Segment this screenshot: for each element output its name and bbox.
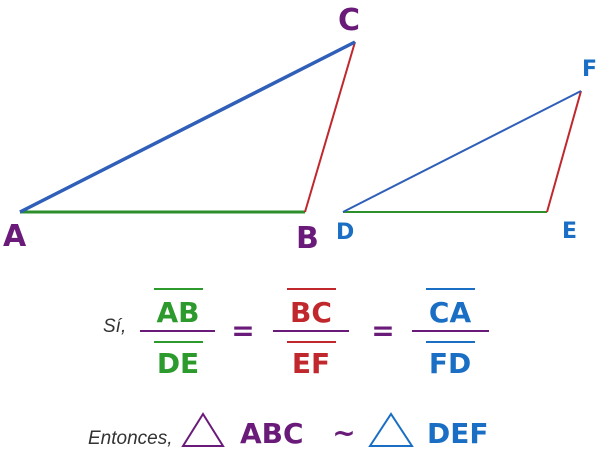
triangle-abc (19, 40, 356, 214)
vertex-label-e: E (562, 219, 577, 244)
equals-sign-2: = (371, 314, 394, 347)
vertex-label-c: C (338, 3, 360, 38)
vertex-label-d: D (336, 220, 354, 245)
ratio-bc-ef: BC EF (273, 288, 349, 383)
ratio-lead-text: Sí, (103, 316, 126, 337)
segment-de: DE (157, 347, 199, 380)
segment-fd: FD (429, 347, 471, 380)
side-bc (304, 41, 356, 213)
triangle-def (342, 90, 582, 213)
vertex-label-f: F (582, 57, 597, 82)
triangle-symbol-icon-2 (368, 412, 414, 447)
ratio-ca-fd: CA FD (412, 288, 489, 383)
side-ef (546, 90, 582, 213)
conclusion-lead-text: Entonces, (88, 428, 173, 449)
triangle-name-abc: ABC (240, 417, 304, 450)
vertex-label-a: A (3, 219, 27, 254)
triangle-symbol-icon (181, 412, 225, 447)
ratio-ab-de: AB DE (140, 288, 215, 383)
equals-sign-1: = (231, 314, 254, 347)
side-fd (342, 90, 582, 213)
segment-ab: AB (156, 296, 199, 329)
side-ca (19, 40, 356, 214)
vertex-label-b: B (296, 221, 319, 256)
triangle-name-def: DEF (427, 417, 489, 450)
similar-symbol: ~ (332, 416, 355, 449)
segment-ef: EF (292, 347, 330, 380)
segment-bc: BC (290, 296, 332, 329)
segment-ca: CA (429, 296, 472, 329)
